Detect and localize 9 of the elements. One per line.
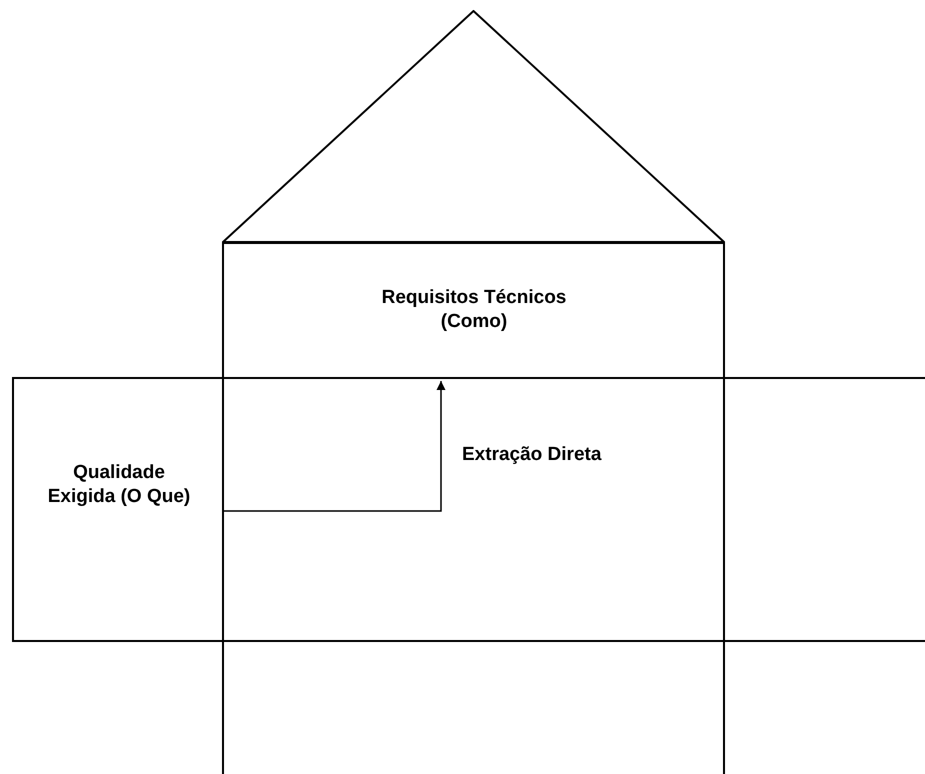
header-box (222, 242, 725, 379)
heading-text: Qualidade Exigida (O Que) (46, 461, 192, 509)
heading-text: Requisitos Técnicos (Como) (380, 286, 568, 334)
roof-triangle (222, 10, 725, 242)
right-box (723, 377, 925, 642)
row-box (12, 377, 224, 642)
arrow (224, 381, 446, 512)
edge-label: Extração Direta (462, 443, 602, 467)
bottom-box (222, 640, 725, 774)
